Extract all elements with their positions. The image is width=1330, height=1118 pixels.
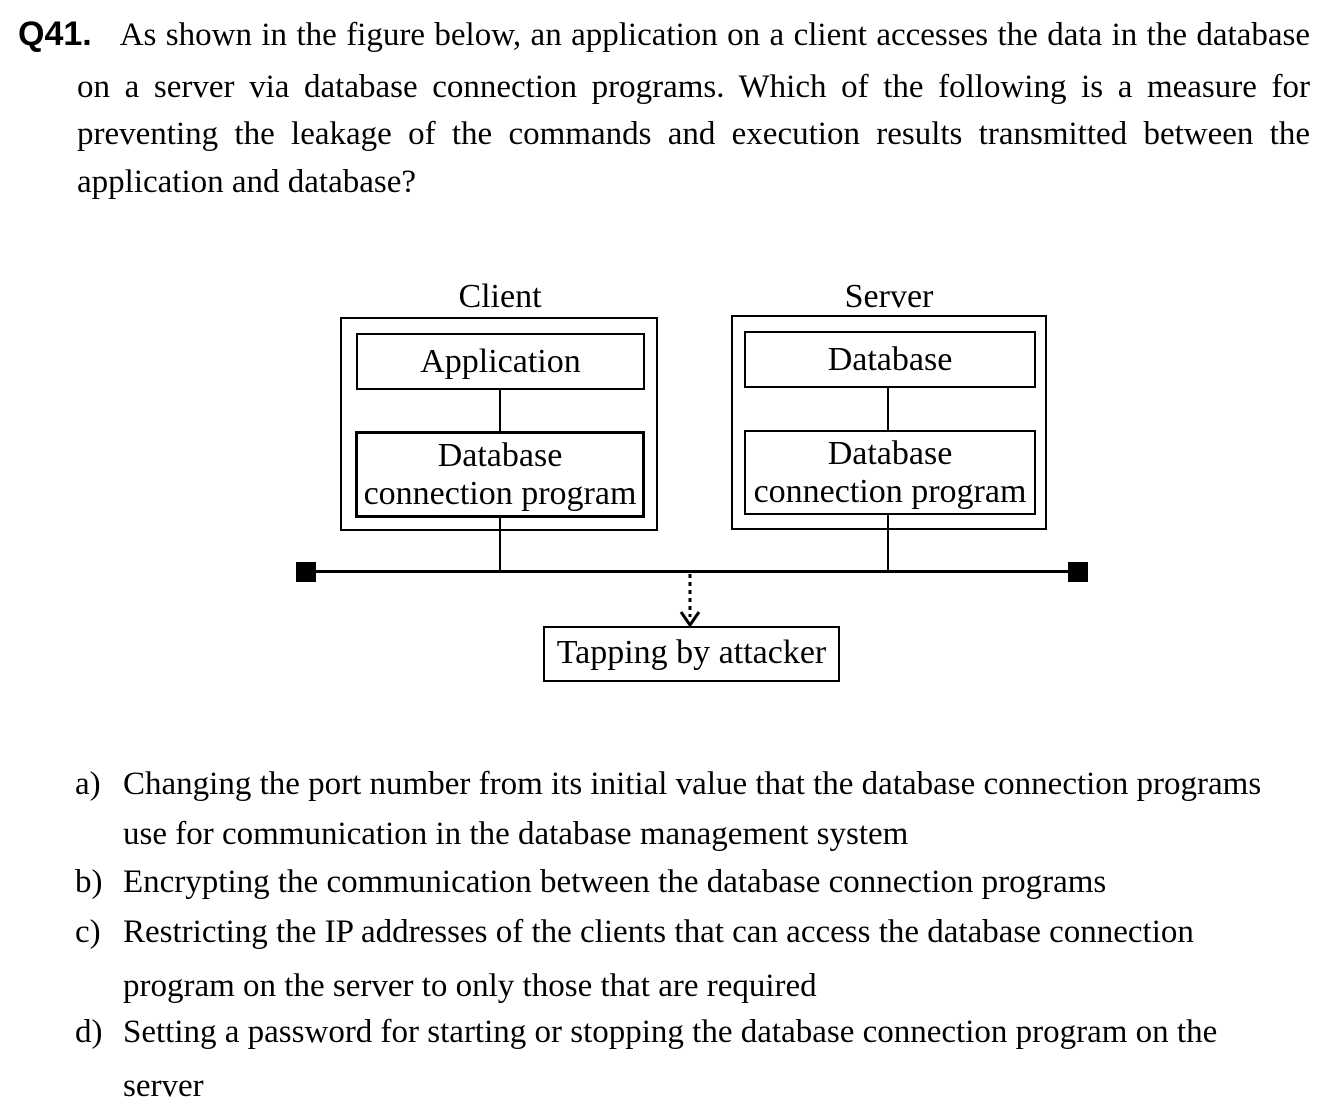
option-a-line: Changing the port number from its initia… — [123, 766, 1262, 802]
question-line: on a server via database connection prog… — [77, 69, 1310, 105]
question-line: Q41. As shown in the figure below, an app… — [18, 11, 1310, 57]
client-label: Client — [458, 278, 542, 315]
client-internal-connector-line — [499, 390, 501, 431]
option-c-line: program on the server to only those that… — [123, 968, 817, 1004]
option-c-line: Restricting the IP addresses of the clie… — [123, 914, 1194, 950]
server-internal-connector-line — [887, 388, 889, 430]
bus-terminator-right — [1068, 562, 1088, 582]
option-d-letter: d) — [75, 1014, 103, 1050]
server-box — [731, 315, 1047, 530]
server-label: Server — [844, 278, 934, 315]
server-connection-program-line: Database — [827, 435, 953, 472]
client-network-connector-line — [499, 518, 501, 570]
option-c-letter: c) — [75, 914, 101, 950]
question-line-text: As shown in the figure below, an applica… — [119, 17, 1310, 53]
option-a-line: use for communication in the database ma… — [123, 816, 909, 852]
option-d-line: Setting a password for starting or stopp… — [123, 1014, 1218, 1050]
option-b-line: Encrypting the communication between the… — [123, 864, 1107, 900]
client-connection-program-line: connection program — [363, 475, 637, 512]
server-connection-program-box: Database connection program — [744, 430, 1036, 515]
client-connection-program-line: Database — [437, 437, 563, 474]
tapping-arrow-icon — [679, 574, 701, 627]
application-box: Application — [356, 333, 645, 390]
option-a-letter: a) — [75, 766, 101, 802]
network-bus-line — [300, 570, 1082, 573]
question-line: preventing the leakage of the commands a… — [77, 116, 1310, 152]
question-line: application and database? — [77, 164, 417, 200]
question-number: Q41. — [18, 15, 92, 53]
option-d-line: server — [123, 1068, 204, 1104]
tapping-box: Tapping by attacker — [543, 626, 840, 682]
client-connection-program-box: Database connection program — [355, 431, 645, 518]
bus-terminator-left — [296, 562, 316, 582]
server-network-connector-line — [887, 515, 889, 570]
database-box: Database — [744, 331, 1036, 388]
option-b-letter: b) — [75, 864, 103, 900]
server-connection-program-line: connection program — [753, 473, 1027, 510]
